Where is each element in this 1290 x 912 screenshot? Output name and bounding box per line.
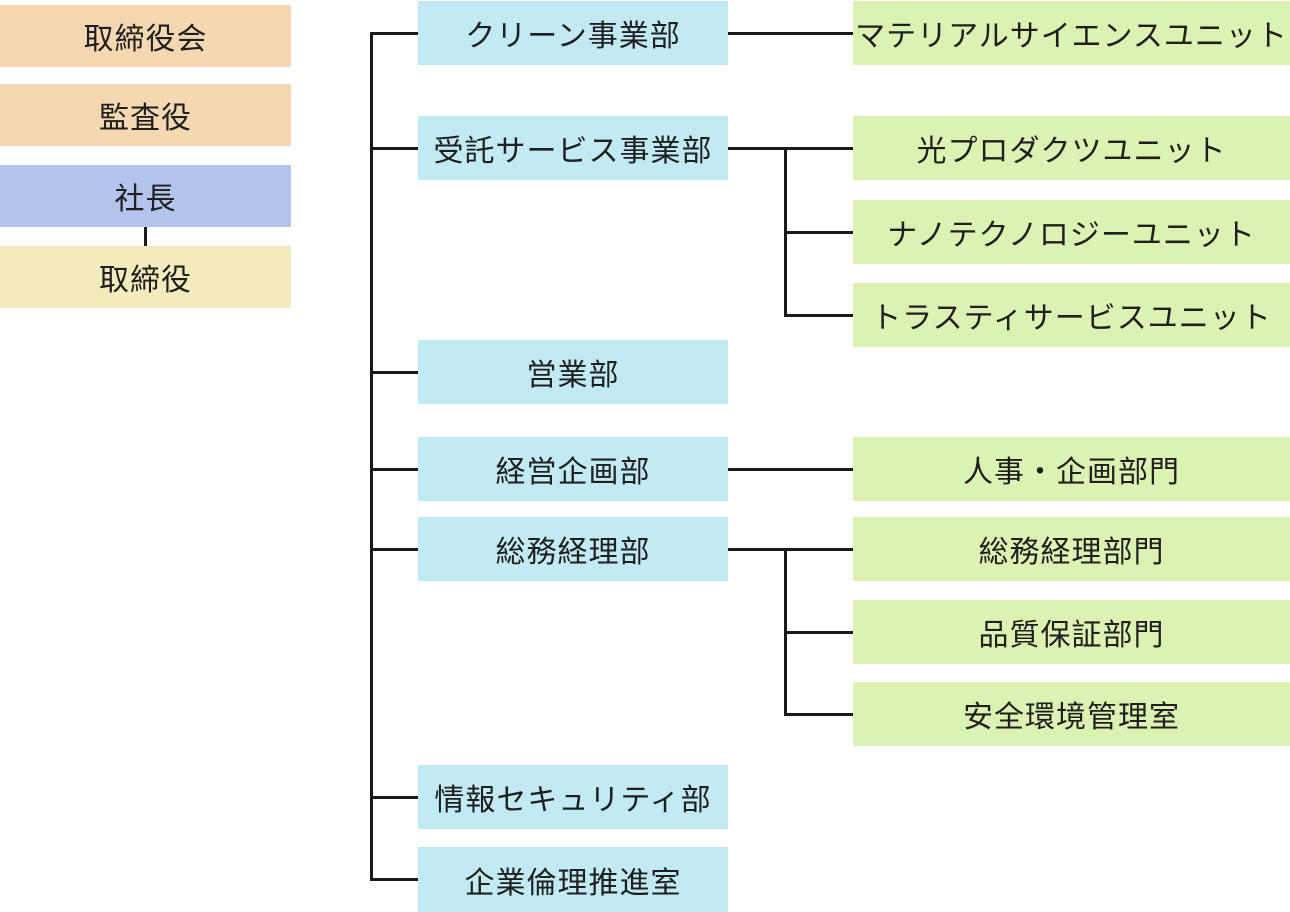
connector-contract-to-optical-products (728, 146, 853, 150)
org-box-general-affairs-accounting-department: 総務経理部 (418, 517, 728, 581)
org-box-sales-department: 営業部 (418, 340, 728, 404)
connector-contract-to-trusty-services (784, 313, 853, 317)
connector-general-affairs-to-quality-assurance (784, 630, 853, 634)
connector-branch-sales (370, 370, 418, 374)
org-box-hr-planning-division: 人事・企画部門 (853, 437, 1290, 501)
org-box-clean-division: クリーン事業部 (418, 1, 728, 65)
org-box-material-science-unit: マテリアルサイエンスユニット (853, 1, 1290, 65)
connector-branch-corporate-planning (370, 467, 418, 471)
connector-branch-clean-division (370, 31, 418, 35)
org-box-president: 社長 (0, 165, 291, 227)
org-box-corporate-planning-department: 経営企画部 (418, 437, 728, 501)
org-box-optical-products-unit: 光プロダクツユニット (853, 116, 1290, 180)
connector-general-affairs-to-safety-environment (784, 712, 853, 716)
connector-branch-contract-services (370, 146, 418, 150)
connector-branch-information-security (370, 795, 418, 799)
connector-contract-to-nanotechnology (784, 230, 853, 234)
org-box-safety-environment-management-office: 安全環境管理室 (853, 682, 1290, 746)
org-box-quality-assurance-division: 品質保証部門 (853, 600, 1290, 664)
connector-branch-corporate-ethics (370, 877, 418, 881)
org-box-directors: 取締役 (0, 246, 291, 308)
connector-main-trunk (370, 31, 373, 881)
connector-branch-general-affairs (370, 547, 418, 551)
org-box-trusty-services-unit: トラスティサービスユニット (853, 283, 1290, 347)
connector-president-directors (144, 227, 147, 246)
org-box-corporate-ethics-promotion-office: 企業倫理推進室 (418, 847, 728, 912)
org-box-general-affairs-accounting-division: 総務経理部門 (853, 517, 1290, 581)
org-box-nanotechnology-unit: ナノテクノロジーユニット (853, 200, 1290, 264)
org-box-corporate-auditor: 監査役 (0, 84, 291, 146)
org-box-contract-services-division: 受託サービス事業部 (418, 116, 728, 180)
connector-clean-to-material-science (728, 31, 853, 35)
org-box-board-of-directors: 取締役会 (0, 5, 291, 67)
org-box-information-security-department: 情報セキュリティ部 (418, 765, 728, 829)
connector-general-affairs-to-ga-accounting (728, 547, 853, 551)
connector-planning-to-hr-planning (728, 467, 853, 471)
